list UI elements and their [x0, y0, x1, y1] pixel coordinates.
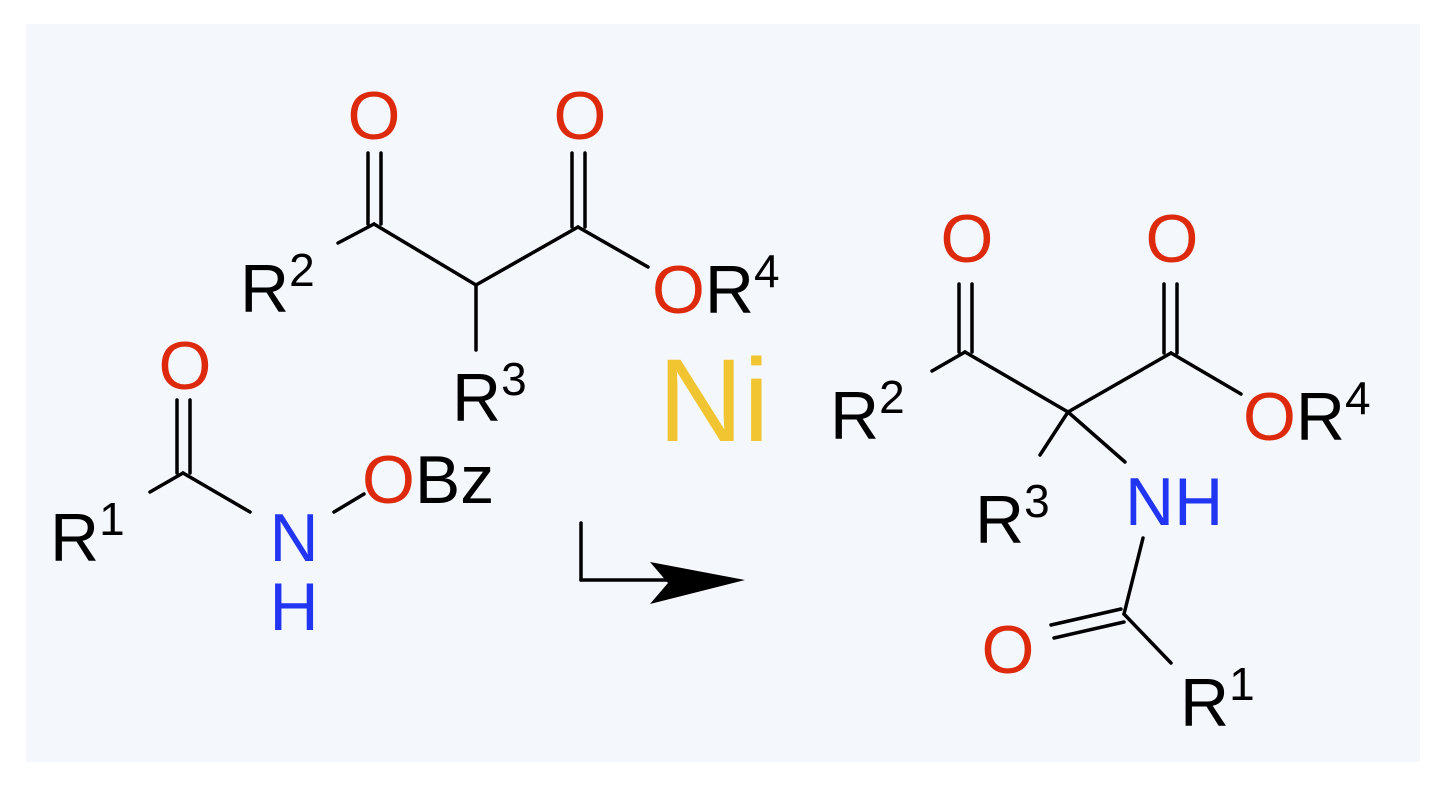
bond-calpha-c2	[474, 225, 580, 287]
reactant-amide: O R1 N H OBz	[50, 328, 494, 645]
bond-n-o	[332, 492, 366, 514]
prod-group-r3-letter: R	[975, 482, 1024, 558]
group-r3: R3	[452, 353, 527, 436]
prod-atom-nh: NH	[1125, 464, 1223, 540]
group-r4-sup: 4	[754, 245, 780, 297]
group-r2-letter: R	[240, 251, 289, 327]
prod-group-r4-letter: R	[1296, 379, 1345, 455]
atom-o-ester-carbonyl: O	[554, 78, 607, 154]
prod-atom-o-ketone: O	[941, 201, 994, 277]
group-r2: R2	[240, 244, 315, 327]
bond-carbonyl-n	[181, 471, 252, 514]
prod-group-r3-sup: 3	[1024, 475, 1050, 527]
prod-atom-o-amide: O	[982, 612, 1035, 688]
group-obz: OBz	[362, 442, 494, 518]
atom-o-link: O	[362, 442, 415, 518]
prod-group-r2-letter: R	[830, 378, 879, 454]
bond-r1-carbonyl	[148, 471, 185, 494]
prod-group-r4-sup: 4	[1345, 372, 1371, 424]
atom-o-ester: O	[652, 252, 705, 328]
prod-group-r1-letter: R	[1180, 665, 1229, 741]
prod-group-r1: R1	[1180, 658, 1255, 741]
group-r2-sup: 2	[289, 244, 315, 296]
group-bz: Bz	[415, 442, 494, 518]
group-r1-sup: 1	[99, 493, 125, 545]
prod-bond-amide-c-o-b	[1052, 620, 1126, 640]
atom-h: H	[269, 569, 318, 645]
product-alpha-amido-ketoester: O O R2 OR4 R3 NH O R1	[830, 201, 1371, 741]
prod-group-r1-sup: 1	[1229, 658, 1255, 710]
prod-group-or4: OR4	[1243, 372, 1371, 455]
arrow-head-icon	[650, 562, 745, 604]
prod-bond-amide-c-r1	[1122, 612, 1173, 665]
prod-bond-calpha-c2	[1066, 351, 1173, 414]
group-r3-letter: R	[452, 360, 501, 436]
group-r1-letter: R	[50, 500, 99, 576]
bond-c2-ester-o	[576, 225, 650, 269]
prod-atom-o-ester-carbonyl: O	[1146, 201, 1199, 277]
prod-bond-calpha-n	[1066, 410, 1127, 464]
group-or4: OR4	[652, 245, 780, 328]
atom-n: N	[269, 500, 318, 576]
prod-bond-r2-c1	[930, 350, 967, 373]
atom-o-amide-carbonyl: O	[159, 328, 212, 404]
prod-group-r2: R2	[830, 371, 905, 454]
reaction-arrow	[579, 521, 745, 604]
reactant-ketoester: O O R2 OR4 R3	[240, 78, 780, 436]
prod-group-r2-sup: 2	[879, 371, 905, 423]
background-panel	[26, 24, 1420, 762]
prod-atom-o-ester: O	[1243, 379, 1296, 455]
catalyst-nickel: Ni	[658, 335, 769, 467]
prod-bond-amide-c-o-a	[1049, 607, 1123, 627]
prod-bond-calpha-r3	[1038, 410, 1070, 457]
prod-bond-c2-ester-o	[1169, 351, 1243, 396]
prod-bond-c1-calpha	[963, 350, 1070, 414]
group-r3-sup: 3	[501, 353, 527, 405]
prod-group-r3: R3	[975, 475, 1050, 558]
group-r4-letter: R	[705, 252, 754, 328]
bond-c1-calpha	[372, 222, 478, 287]
atom-o-ketone: O	[348, 78, 401, 154]
bond-r2-c1	[336, 222, 376, 245]
prod-bond-n-c-amide	[1122, 536, 1145, 616]
group-r1: R1	[50, 493, 125, 576]
